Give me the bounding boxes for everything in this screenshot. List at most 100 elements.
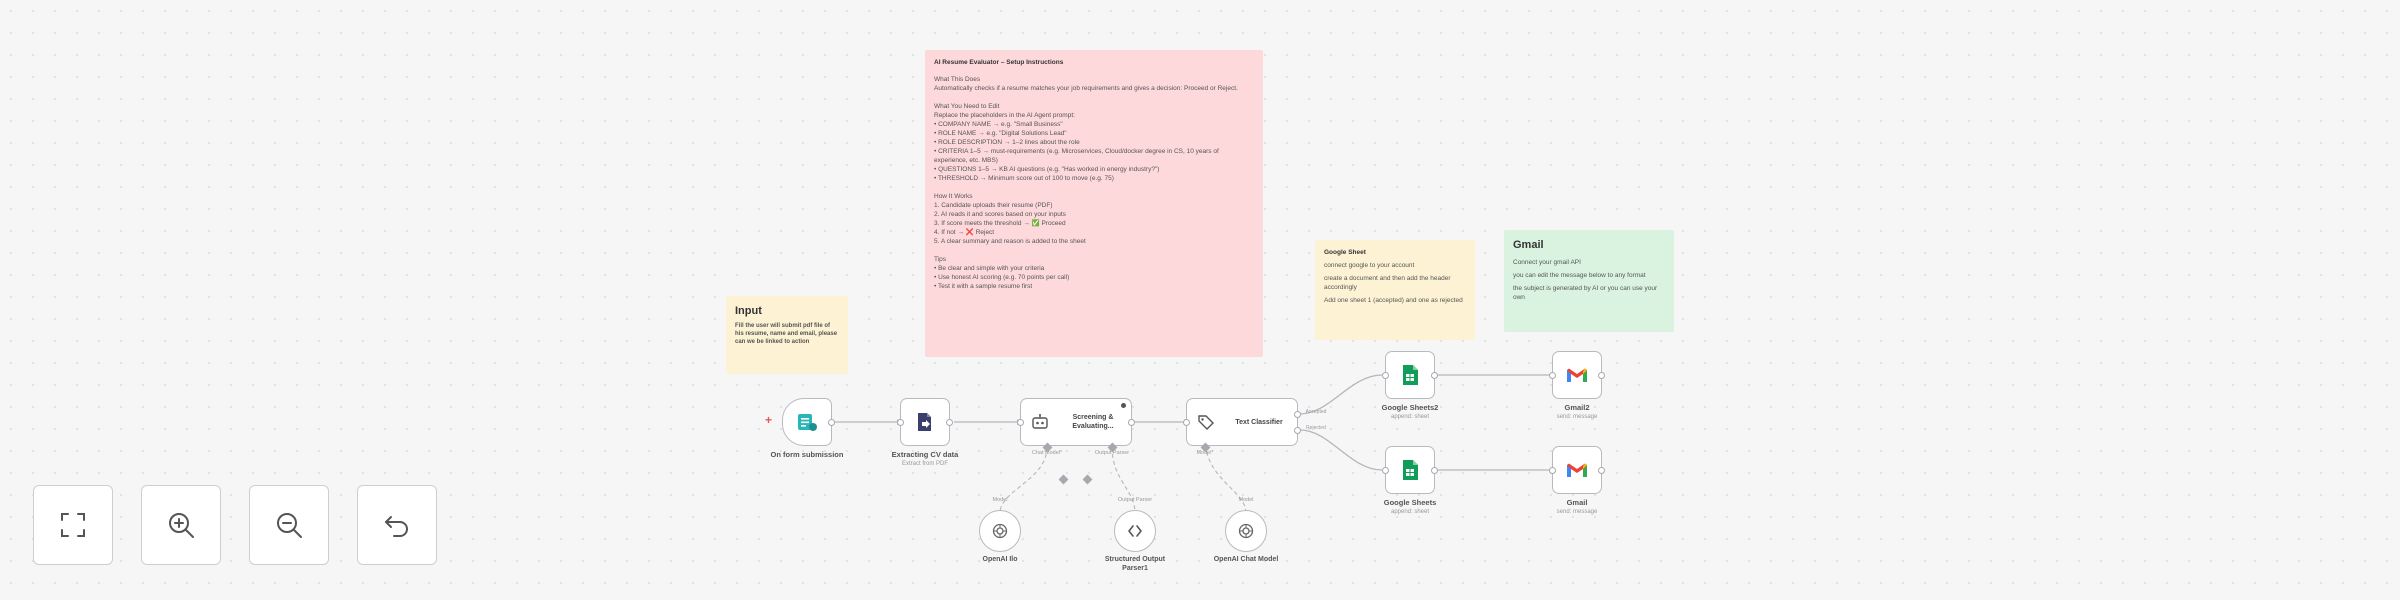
output-handle[interactable] bbox=[1431, 467, 1438, 474]
sticky-note-gmail[interactable]: Gmail Connect your gmail API you can edi… bbox=[1504, 230, 1674, 332]
zoom-out-button[interactable] bbox=[249, 485, 329, 565]
output-handle[interactable] bbox=[946, 419, 953, 426]
node-label-line: Parser1 bbox=[1122, 565, 1148, 572]
node-subtitle: append: sheet bbox=[1390, 509, 1430, 515]
sticky-note-paragraph: the subject is generated by AI or you ca… bbox=[1513, 285, 1658, 301]
instruction-line: How It Works bbox=[934, 193, 973, 200]
node-openai-ilo[interactable] bbox=[979, 510, 1021, 552]
node-label: On form submission bbox=[770, 450, 844, 459]
node-google-sheets2[interactable] bbox=[1382, 351, 1438, 399]
node-label: Google Sheets2 bbox=[1381, 403, 1439, 412]
node-text-classifier[interactable]: Text Classifier bbox=[1183, 398, 1301, 446]
instruction-line: 1. Candidate uploads their resume (PDF) bbox=[934, 202, 1053, 209]
node-structured-output-parser1[interactable] bbox=[1114, 510, 1156, 552]
instruction-line: • COMPANY NAME → e.g. "Small Business" bbox=[934, 121, 1063, 128]
instruction-line: Automatically checks if a resume matches… bbox=[934, 85, 1238, 92]
node-subtitle: send: message bbox=[1556, 414, 1598, 420]
sticky-note-paragraph: you can edit the message below to any fo… bbox=[1513, 272, 1646, 279]
edge-classifier-to-sheets2 bbox=[1299, 374, 1383, 415]
node-subtitle: Extract from PDF bbox=[901, 461, 949, 467]
sticky-note-title: Google Sheet bbox=[1324, 249, 1366, 256]
edge-label-output-parser: Output Parser bbox=[1117, 497, 1153, 503]
instruction-line bbox=[934, 246, 1254, 255]
output-handle[interactable] bbox=[1598, 467, 1605, 474]
robot-icon bbox=[1031, 413, 1049, 431]
sticky-note-title: Gmail bbox=[1513, 239, 1544, 251]
instruction-line: • Test it with a sample resume first bbox=[934, 283, 1033, 290]
node-title-line: Evaluating... bbox=[1072, 423, 1114, 430]
edge-parser-to-structured bbox=[1111, 446, 1136, 514]
output-handle-accepted[interactable] bbox=[1294, 411, 1301, 418]
openai-icon bbox=[1237, 522, 1255, 540]
port-label-chat-model: Chat Model* bbox=[1031, 450, 1063, 456]
sticky-note-google-sheet[interactable]: Google Sheet connect google to your acco… bbox=[1315, 240, 1475, 340]
output-label-rejected: Rejected bbox=[1306, 425, 1326, 431]
node-subtitle: append: sheet bbox=[1390, 414, 1430, 420]
node-openai-chat-model[interactable] bbox=[1225, 510, 1267, 552]
node-gmail2[interactable] bbox=[1549, 351, 1605, 399]
input-handle[interactable] bbox=[1382, 372, 1389, 379]
reset-zoom-button[interactable] bbox=[357, 485, 437, 565]
input-handle[interactable] bbox=[897, 419, 904, 426]
sticky-note-input[interactable]: Input Fill the user will submit pdf file… bbox=[726, 296, 848, 374]
instruction-line: Replace the placeholders in the AI Agent… bbox=[934, 112, 1075, 119]
instruction-line: 3. If score meets the threshold → ✅ Proc… bbox=[934, 220, 1066, 227]
node-label-line: Structured Output bbox=[1104, 556, 1166, 563]
node-on-form-submission[interactable] bbox=[782, 398, 835, 446]
edge-classifier-to-sheets bbox=[1299, 429, 1383, 471]
zoom-out-icon bbox=[274, 510, 304, 540]
instruction-line: What This Does bbox=[934, 76, 981, 83]
instruction-line: • THRESHOLD → Minimum score out of 100 t… bbox=[934, 175, 1114, 182]
input-handle[interactable] bbox=[1183, 419, 1190, 426]
node-label: OpenAI Chat Model bbox=[1213, 556, 1279, 563]
gmail-icon bbox=[1566, 462, 1588, 478]
instruction-line bbox=[934, 183, 1254, 192]
output-handle[interactable] bbox=[828, 419, 835, 426]
sticky-note-title: Input bbox=[735, 305, 762, 317]
google-sheets-icon bbox=[1401, 364, 1419, 386]
undo-icon bbox=[382, 510, 412, 540]
instruction-line: What You Need to Edit bbox=[934, 103, 1000, 110]
error-badge bbox=[1121, 403, 1126, 408]
sticky-note-body: Fill the user will submit pdf file of hi… bbox=[735, 323, 838, 345]
instruction-line: 5. A clear summary and reason is added t… bbox=[934, 238, 1086, 245]
input-handle[interactable] bbox=[1549, 467, 1556, 474]
port-label-output-parser: Output Parser bbox=[1094, 450, 1130, 456]
node-label: Google Sheets bbox=[1383, 498, 1437, 507]
sticky-note-paragraph: create a document and then add the heade… bbox=[1324, 275, 1451, 291]
input-handle[interactable] bbox=[1017, 419, 1024, 426]
output-handle[interactable] bbox=[1128, 419, 1135, 426]
instruction-line: 2. AI reads it and scores based on your … bbox=[934, 211, 1066, 218]
node-label: Gmail bbox=[1566, 498, 1588, 507]
instruction-line bbox=[934, 93, 1254, 102]
code-braces-icon bbox=[1126, 522, 1144, 540]
edge-model-to-openai1 bbox=[999, 446, 1048, 514]
output-handle[interactable] bbox=[1431, 372, 1438, 379]
node-extracting-cv-data[interactable] bbox=[897, 398, 953, 446]
output-handle-rejected[interactable] bbox=[1294, 427, 1301, 434]
node-label: Gmail2 bbox=[1564, 403, 1590, 412]
node-gmail[interactable] bbox=[1549, 446, 1605, 494]
node-google-sheets[interactable] bbox=[1382, 446, 1438, 494]
pdf-extract-icon bbox=[914, 411, 936, 433]
tag-icon bbox=[1197, 413, 1215, 431]
node-title: Text Classifier bbox=[1235, 418, 1283, 426]
input-handle[interactable] bbox=[1549, 372, 1556, 379]
zoom-in-button[interactable] bbox=[141, 485, 221, 565]
sticky-note-paragraph: Add one sheet 1 (accepted) and one as re… bbox=[1324, 297, 1463, 304]
zoom-in-icon bbox=[166, 510, 196, 540]
instruction-line: • QUESTIONS 1–5 → KB AI questions (e.g. … bbox=[934, 166, 1160, 173]
sticky-note-title: AI Resume Evaluator – Setup Instructions bbox=[934, 59, 1064, 66]
output-handle[interactable] bbox=[1598, 372, 1605, 379]
google-sheets-icon bbox=[1401, 459, 1419, 481]
fit-view-icon bbox=[58, 510, 88, 540]
instruction-line: • CRITERIA 1–5 → must-requirements (e.g.… bbox=[934, 148, 1219, 155]
fit-view-button[interactable] bbox=[33, 485, 113, 565]
instruction-line: experience, etc. MBS) bbox=[934, 157, 998, 164]
instruction-line: Tips bbox=[934, 256, 947, 263]
sticky-note-paragraph: connect google to your account bbox=[1324, 262, 1415, 269]
sticky-note-instructions[interactable]: AI Resume Evaluator – Setup Instructions… bbox=[925, 50, 1263, 357]
port-label-model: Model* bbox=[1196, 450, 1214, 456]
node-screening-evaluating[interactable]: Screening & Evaluating... bbox=[1017, 398, 1135, 446]
input-handle[interactable] bbox=[1382, 467, 1389, 474]
